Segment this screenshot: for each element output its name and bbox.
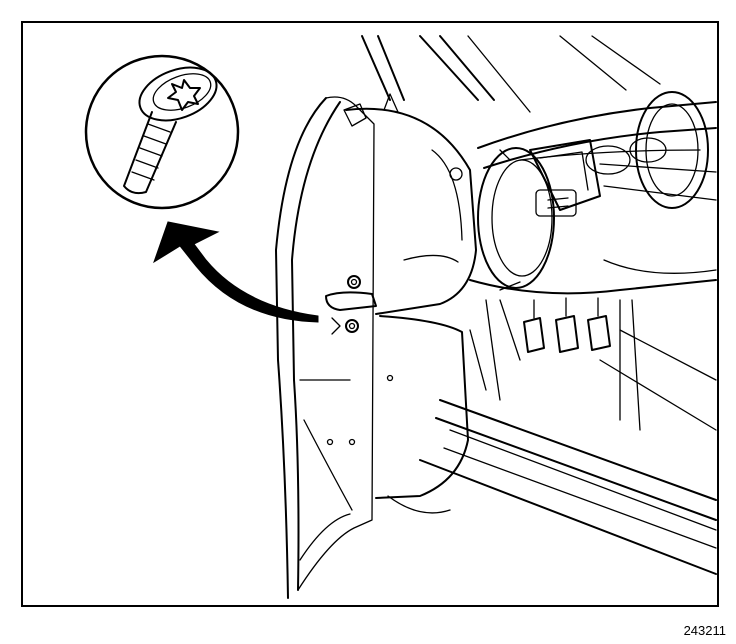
pedals [523, 297, 611, 353]
hinge-pillar [345, 93, 477, 514]
door [275, 96, 375, 599]
door-hinge [325, 275, 377, 335]
figure-id-label: 243211 [683, 623, 726, 638]
vehicle-interior [361, 35, 717, 575]
callout-arrow [153, 221, 319, 323]
torx-screw-icon [84, 54, 240, 210]
steering-column [477, 139, 601, 291]
